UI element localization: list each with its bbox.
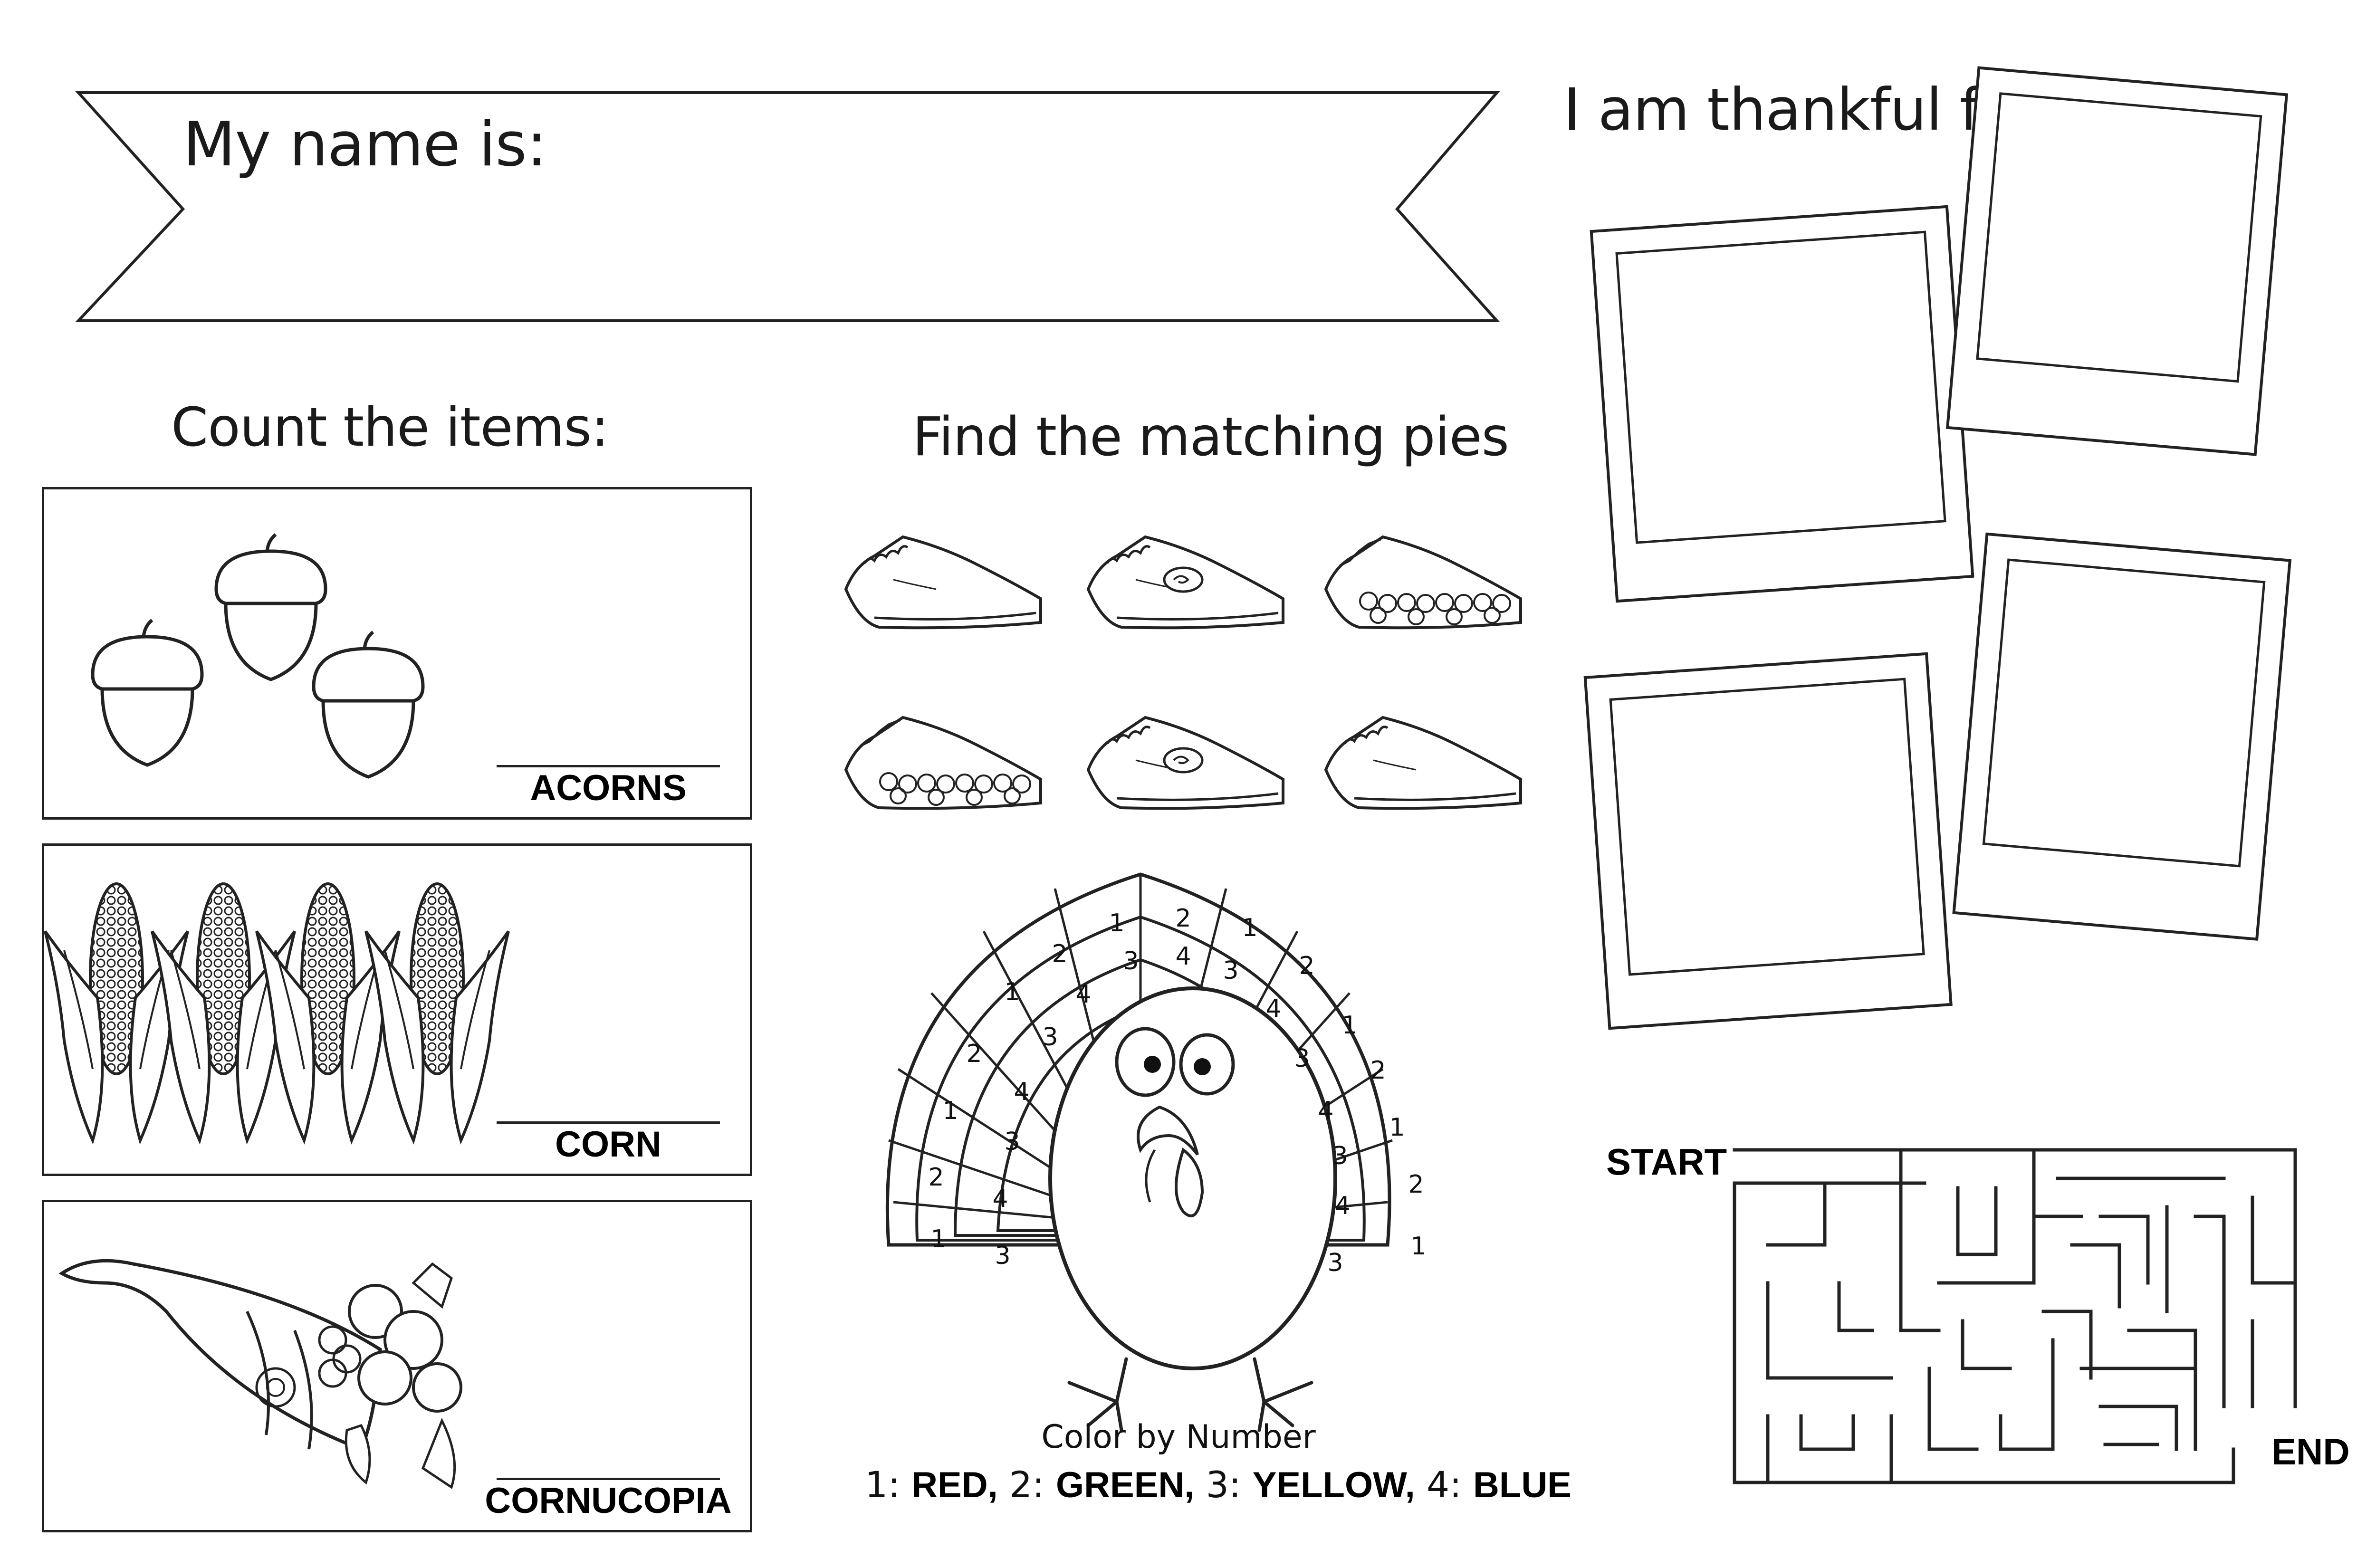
corn-label: CORN [555, 1124, 661, 1165]
feather-number: 1 [1341, 1011, 1357, 1040]
feather-number: 1 [1004, 978, 1020, 1006]
feather-number: 4 [1175, 942, 1191, 971]
legend-color-blue: BLUE [1473, 1465, 1571, 1505]
feather-number: 3 [1294, 1044, 1310, 1073]
color-by-number-title: Color by Number [1041, 1418, 1316, 1456]
photo-frame-2 [1945, 66, 2289, 456]
feather-number: 1 [1389, 1113, 1405, 1142]
feather-number: 3 [1042, 1023, 1058, 1052]
legend-color-red: RED, [911, 1465, 998, 1505]
feather-number: 2 [1408, 1170, 1424, 1199]
legend-num-1: 1: [865, 1463, 900, 1506]
feather-number: 1 [1109, 909, 1124, 937]
legend-num-4: 4: [1426, 1463, 1462, 1506]
feather-number: 2 [966, 1040, 982, 1068]
acorn-label: ACORNS [530, 768, 687, 808]
feather-number: 1 [930, 1225, 946, 1253]
name-label: My name is: [183, 109, 547, 180]
feather-number: 3 [1123, 947, 1139, 975]
corn-answer-line[interactable] [497, 1121, 720, 1124]
color-legend: 1: RED, 2: GREEN, 3: YELLOW, 4: BLUE [865, 1463, 1571, 1506]
feather-number: 3 [1004, 1128, 1020, 1156]
maze-start-label: START [1606, 1141, 1727, 1183]
feather-number: 4 [1334, 1192, 1350, 1220]
legend-num-3: 3: [1206, 1463, 1241, 1506]
feather-number: 3 [995, 1242, 1010, 1270]
feather-number: 2 [1299, 952, 1314, 980]
legend-color-yellow: YELLOW, [1252, 1465, 1415, 1505]
pies-title: Find the matching pies [912, 406, 1509, 468]
feather-number: 3 [1327, 1249, 1343, 1277]
cornucopia-answer-line[interactable] [497, 1478, 720, 1480]
feather-number: 3 [1332, 1142, 1348, 1170]
feather-number: 2 [1370, 1056, 1386, 1085]
count-title: Count the items: [171, 397, 609, 459]
photo-frame-3 [1583, 652, 1953, 1030]
feather-number: 4 [992, 1185, 1008, 1213]
cornucopia-label: CORNUCOPIA [485, 1481, 732, 1521]
feather-number: 4 [1265, 994, 1281, 1023]
feather-number: 4 [1075, 980, 1091, 1009]
feather-number: 4 [1318, 1097, 1333, 1125]
photo-frame-1 [1590, 205, 1974, 603]
feather-number: 3 [1223, 956, 1238, 985]
legend-color-green: GREEN, [1056, 1465, 1195, 1505]
legend-num-2: 2: [1009, 1463, 1044, 1506]
feather-number: 2 [928, 1163, 944, 1192]
feather-number: 2 [1175, 904, 1191, 933]
maze-end-label: END [2271, 1431, 2350, 1472]
acorn-answer-line[interactable] [497, 765, 720, 767]
photo-frame-4 [1952, 532, 2292, 941]
feather-number: 2 [1052, 940, 1067, 968]
feather-number: 1 [1242, 914, 1257, 942]
feather-number: 1 [942, 1097, 958, 1125]
feather-number: 1 [1410, 1232, 1426, 1261]
feather-number: 4 [1014, 1078, 1029, 1106]
